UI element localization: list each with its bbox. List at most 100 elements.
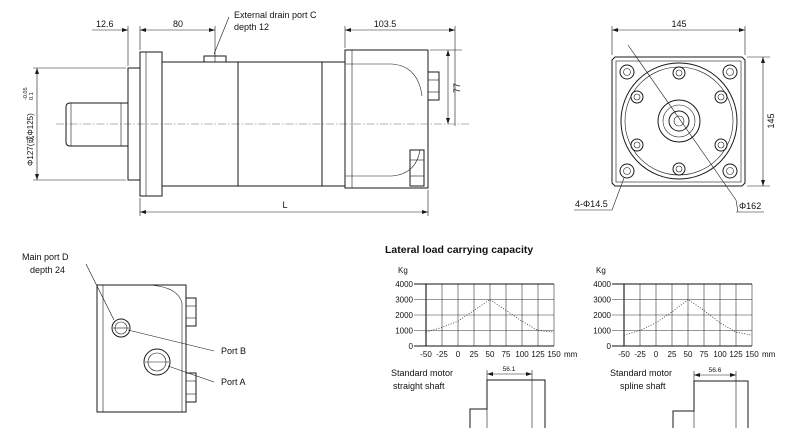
housing-inner-circle [624, 66, 734, 176]
lower-port-fitting [409, 149, 425, 187]
housing-bolt-inner [717, 141, 725, 149]
straight-shaft-note: Standard motor straight shaft 56.1 [391, 366, 546, 428]
dim-tolerance-lower: 0.1 [29, 92, 35, 100]
housing-bolt-inner [633, 93, 641, 101]
shaft-dim-label: 56.1 [503, 366, 516, 373]
housing-bolt [714, 90, 728, 104]
port-a-label: Port A [221, 377, 246, 387]
x-tick-label: 0 [654, 350, 659, 359]
shaft-dim-label: 56.6 [709, 367, 722, 374]
x-tick-label: 100 [713, 350, 727, 359]
housing-bolt [630, 90, 644, 104]
x-tick-label: 75 [700, 350, 709, 359]
corner-mounting-hole-inner [726, 167, 734, 175]
end-cap-contour [345, 63, 423, 97]
leader-line [611, 177, 625, 211]
x-tick-label: 75 [502, 350, 511, 359]
main-port-depth: depth 24 [30, 265, 65, 275]
y-axis-label: Kg [398, 266, 408, 275]
shaft-note-line1: Standard motor [610, 368, 672, 378]
port-block-outline [96, 284, 187, 413]
dim-length-label: L [282, 200, 287, 210]
port-b-circle [111, 318, 131, 338]
dim-80-label: 80 [173, 19, 183, 29]
x-tick-label: -25 [634, 350, 646, 359]
drain-port-depth: depth 12 [234, 22, 269, 32]
flange-inner-outline [615, 60, 742, 183]
dim-tolerance-upper: -0.05 [23, 87, 29, 100]
upper-port-fitting [427, 71, 440, 101]
x-tick-label: 100 [515, 350, 529, 359]
shaft-note-line2: straight shaft [393, 381, 445, 391]
housing-bolt-inner [675, 165, 683, 173]
end-cap-contour [345, 149, 421, 177]
y-tick-label: 2000 [593, 311, 611, 320]
dim-height-label: 145 [766, 113, 776, 128]
x-tick-label: -50 [420, 350, 432, 359]
main-port-label: Main port D [22, 252, 69, 262]
y-tick-label: 1000 [395, 327, 413, 336]
front-view: Φ162 4-Φ14.5 145 145 [574, 19, 776, 213]
y-tick-label: 2000 [395, 311, 413, 320]
spline-shaft-note: Standard motor spline shaft 56.6 [610, 367, 749, 428]
drain-port-label: External drain port C [234, 10, 317, 20]
load-section: Lateral load carrying capacity Kg mm 0 10… [385, 244, 776, 428]
shaft-hub-ring [662, 104, 696, 138]
shaft-center [673, 115, 685, 127]
x-tick-label: 50 [684, 350, 693, 359]
side-view [56, 49, 470, 197]
x-tick-label: 150 [547, 350, 561, 359]
port-fitting-upper [185, 297, 197, 327]
shaft-note-line2: spline shaft [620, 381, 666, 391]
housing-circle [620, 62, 738, 180]
housing-bolt [672, 162, 686, 176]
mounting-holes-label: 4-Φ14.5 [575, 199, 608, 209]
x-tick-label: 50 [486, 350, 495, 359]
housing-bolt-inner [675, 69, 683, 77]
x-tick-label: -50 [618, 350, 630, 359]
port-a-circle [143, 348, 171, 376]
x-axis-unit: mm [762, 350, 776, 359]
end-cap [344, 49, 429, 189]
dim-12-6-label: 12.6 [96, 19, 114, 29]
y-tick-label: 4000 [593, 280, 611, 289]
housing-bolt [630, 138, 644, 152]
pitch-circle-leader [627, 44, 737, 201]
dim-width-label: 145 [671, 19, 686, 29]
housing-bolt-inner [717, 93, 725, 101]
y-axis-label: Kg [596, 266, 606, 275]
load-section-title: Lateral load carrying capacity [385, 244, 533, 256]
x-tick-label: 0 [456, 350, 461, 359]
side-dimensions: 12.6 80 External drain port C depth 12 1… [23, 10, 462, 216]
y-tick-label: 1000 [593, 327, 611, 336]
port-block-corner-contour [149, 284, 183, 412]
corner-mounting-hole-inner [623, 167, 631, 175]
dim-diameter-label: Φ127(或Φ125) [25, 113, 35, 166]
x-tick-label: 125 [729, 350, 743, 359]
port-view: Main port D depth 24 Port B Port A [22, 252, 246, 413]
shaft-note-line1: Standard motor [391, 368, 453, 378]
port-b-label: Port B [221, 346, 246, 356]
corner-mounting-hole-inner [726, 68, 734, 76]
corner-mounting-hole-inner [623, 68, 631, 76]
leader-line [85, 263, 115, 321]
pitch-circle-label: Φ162 [739, 201, 761, 211]
corner-mounting-hole [722, 64, 738, 80]
x-tick-label: 25 [668, 350, 677, 359]
shaft-end [668, 110, 690, 132]
corner-mounting-hole [619, 64, 635, 80]
x-tick-label: 150 [745, 350, 759, 359]
y-tick-label: 3000 [395, 296, 413, 305]
flange-outline [611, 56, 746, 187]
output-shaft [65, 102, 129, 147]
spline-shaft-outline [672, 380, 749, 428]
leader-line [213, 16, 230, 55]
corner-mounting-hole [722, 163, 738, 179]
leader-line [167, 365, 215, 383]
x-tick-label: -25 [436, 350, 448, 359]
housing-bolt [672, 66, 686, 80]
